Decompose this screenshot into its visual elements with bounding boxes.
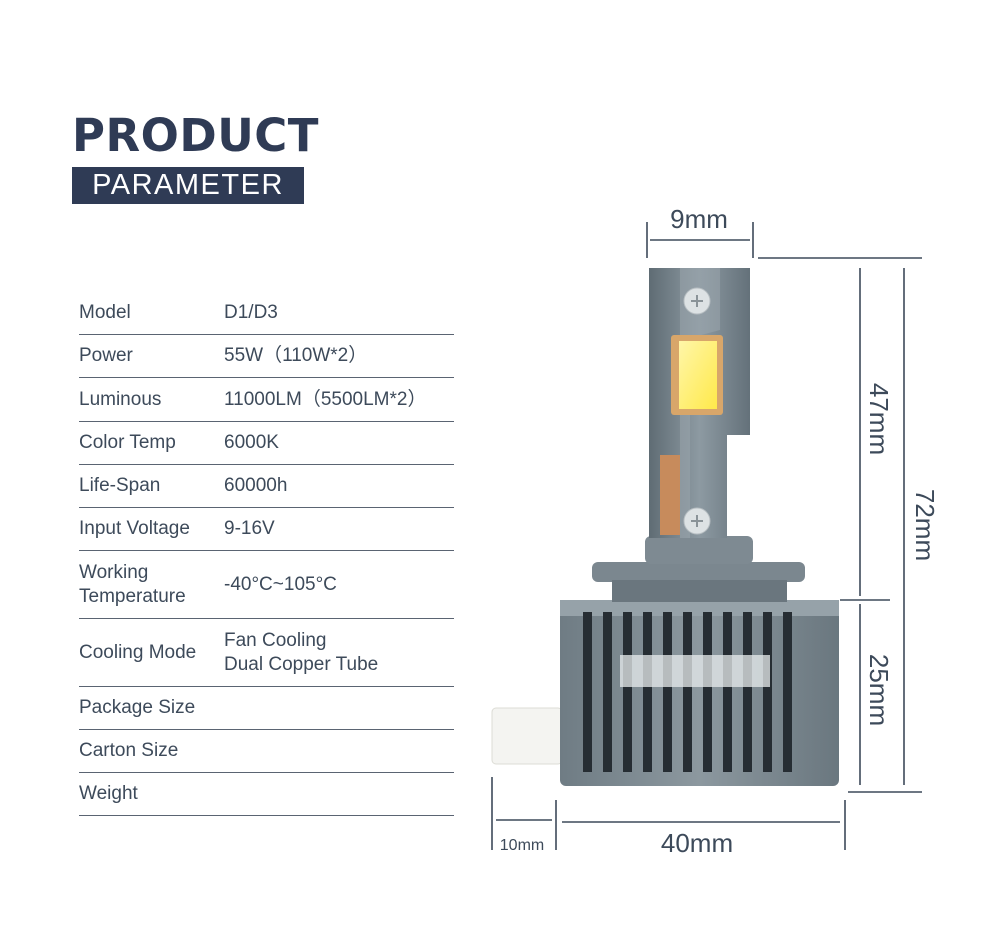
dim-total-height: 72mm (910, 489, 940, 561)
spec-label: Package Size (79, 697, 196, 718)
spec-label: Life-Span (79, 475, 161, 496)
dim-lower-height: 25mm (864, 654, 894, 726)
heat-sink-body (560, 600, 839, 786)
spec-row-carton-size: Carton Size (79, 730, 454, 773)
spec-row-life-span: Life-Span 60000h (79, 465, 454, 508)
spec-value: -40°C~105°C (224, 573, 337, 595)
connector-plug (491, 707, 563, 765)
spec-label: Cooling Mode (79, 641, 197, 663)
page-title: PRODUCT (72, 109, 320, 162)
spec-label: Power (79, 345, 133, 366)
copper-strip (660, 455, 680, 535)
spec-value: 6000K (224, 432, 279, 453)
spec-value: D1/D3 (224, 302, 278, 323)
spec-value: Fan Cooling Dual Copper Tube (224, 629, 379, 675)
spec-row-power: Power 55W（110W*2） (79, 335, 454, 378)
spec-label: Working Temperature (79, 561, 186, 607)
spec-row-working-temperature: Working Temperature -40°C~105°C (79, 551, 454, 619)
bulb-neck (645, 536, 753, 564)
spec-row-package-size: Package Size (79, 687, 454, 730)
dim-connector-width: 10mm (500, 837, 544, 854)
spec-value: 9-16V (224, 518, 275, 539)
bulb-illustration (491, 268, 839, 786)
spec-row-color-temp: Color Temp 6000K (79, 422, 454, 465)
spec-label: Carton Size (79, 740, 179, 761)
spec-label: Model (79, 302, 131, 323)
spec-value: 60000h (224, 475, 288, 496)
spec-value: 55W（110W*2） (224, 345, 368, 366)
dim-top-width: 9mm (670, 204, 728, 234)
spec-row-model: Model D1/D3 (79, 292, 454, 335)
spec-label: Color Temp (79, 432, 176, 453)
heat-sink-fins (583, 612, 792, 772)
page-subtitle: PARAMETER (72, 167, 304, 204)
bulb-collar (592, 562, 805, 582)
spec-label: Input Voltage (79, 518, 190, 539)
led-chip (679, 341, 717, 409)
spec-label: Weight (79, 783, 138, 804)
spec-row-cooling-mode: Cooling Mode Fan Cooling Dual Copper Tub… (79, 619, 454, 687)
dim-base-width: 40mm (661, 828, 733, 858)
dimension-lines (491, 222, 922, 850)
spec-row-luminous: Luminous 11000LM（5500LM*2） (79, 378, 454, 422)
spec-row-weight: Weight (79, 773, 454, 816)
spec-table: Model D1/D3 Power 55W（110W*2） Luminous 1… (79, 292, 454, 816)
spec-label: Luminous (79, 388, 162, 410)
dim-upper-height: 47mm (864, 383, 894, 455)
spec-row-input-voltage: Input Voltage 9-16V (79, 508, 454, 551)
spec-value: 11000LM（5500LM*2） (224, 388, 427, 410)
